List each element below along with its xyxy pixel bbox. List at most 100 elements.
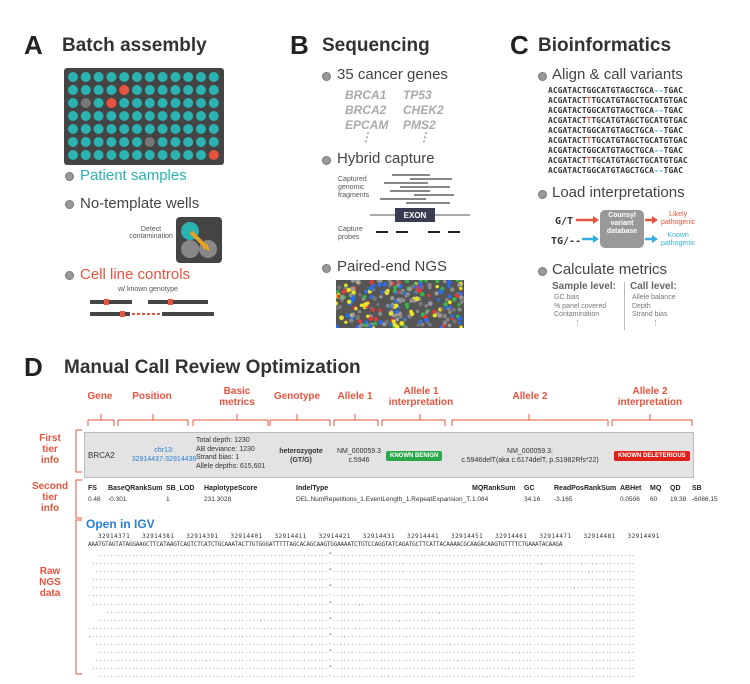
cluster — [358, 292, 362, 297]
well — [106, 85, 117, 95]
well — [170, 150, 181, 160]
allele2-change: c.5946delT(aka c.6174delT, p.S1982Rfs*22… — [461, 457, 599, 464]
panel-d-title: Manual Call Review Optimization — [64, 357, 361, 378]
cluster — [442, 320, 448, 325]
known-benign-badge: KNOWN BENIGN — [386, 451, 443, 461]
variant-gt-text: G/T — [555, 216, 574, 227]
cluster — [424, 280, 428, 283]
call-item: ⋮ — [652, 319, 659, 327]
cluster — [447, 280, 452, 285]
well — [80, 85, 91, 95]
cluster — [418, 320, 422, 324]
known-deleterious-badge: KNOWN DELETERIOUS — [614, 451, 690, 461]
cluster — [346, 299, 352, 305]
cluster — [432, 313, 437, 318]
well — [157, 98, 168, 108]
igv-link[interactable]: Open in IGV — [86, 517, 155, 531]
genes-ellipsis-2: ⋮ — [418, 130, 430, 144]
cluster — [427, 301, 433, 306]
well — [68, 124, 78, 134]
cluster — [455, 293, 460, 298]
cluster — [391, 304, 395, 309]
cluster — [414, 296, 420, 302]
cluster — [455, 314, 460, 318]
cluster — [418, 281, 423, 286]
cluster — [452, 319, 457, 324]
tier2-value: -3.165 — [554, 496, 573, 503]
panel-b-letter: B — [290, 30, 309, 60]
cluster — [393, 289, 397, 293]
header-allele1: Allele 1 — [337, 391, 373, 402]
well — [132, 124, 142, 134]
known-genotype-label: w/ known genotype — [118, 286, 178, 293]
read-row: ..........,...........,.........,.......… — [88, 568, 635, 575]
contamination-icon — [176, 217, 222, 263]
bullet-no-template — [65, 200, 74, 209]
well — [170, 124, 181, 134]
tier2-value: 1 — [166, 496, 170, 503]
cluster — [359, 322, 364, 328]
well — [157, 150, 168, 160]
well — [208, 150, 219, 160]
tier2-header: ReadPosRankSum — [554, 485, 617, 492]
cluster — [340, 295, 345, 299]
tier2-value: -0.301 — [108, 496, 127, 503]
gene-brca2: BRCA2 — [345, 103, 387, 117]
capture-probes-label: Capture probes — [338, 226, 363, 241]
cluster — [378, 308, 382, 312]
alignment-line: ACGATACTTTGCATGTAGCTGCATGTGAC — [548, 156, 688, 165]
bullet-align — [538, 72, 547, 81]
cluster — [357, 309, 362, 314]
cluster — [445, 297, 449, 302]
position-range[interactable]: 32914437-32914438 — [131, 456, 197, 463]
gene-tp53: TP53 — [403, 88, 432, 102]
well — [132, 85, 142, 95]
read-row: ...........................,..,.........… — [88, 657, 635, 664]
cluster — [425, 310, 429, 314]
well — [93, 137, 104, 147]
call-level-items: Allele balance Depth Strand bias ⋮ — [632, 294, 676, 328]
well — [170, 111, 181, 121]
position-link[interactable]: chr13: 32914437-32914438 — [126, 446, 202, 464]
cluster — [350, 280, 356, 283]
well — [157, 124, 168, 134]
well — [119, 124, 130, 134]
align-label: Align & call variants — [552, 66, 683, 83]
load-label: Load interpretations — [552, 184, 685, 201]
cluster — [395, 280, 400, 283]
position-chr[interactable]: chr13: — [154, 447, 174, 454]
tier2-value: -6086.15 — [692, 496, 718, 503]
tier2-header: QD — [670, 485, 681, 492]
allele2-transcript: NM_000059.3: — [507, 448, 553, 455]
tier2-value: 0.48 — [88, 496, 101, 503]
sample-item: ⋮ — [574, 319, 581, 327]
alignment-block: ACGATACTGGCATGTAGCTGCA--TGAC ACGATACTTTGC… — [548, 86, 688, 176]
tier2-header: SB — [692, 485, 702, 492]
well — [196, 137, 206, 147]
alignment-line: ACGATACTGGCATGTAGCTGCA--TGAC — [548, 86, 683, 95]
well — [183, 137, 194, 147]
alignment-line: ACGATACTGGCATGTAGCTGCA--TGAC — [548, 106, 683, 115]
cluster — [344, 320, 348, 324]
well — [196, 111, 206, 121]
header-allele1-interp: Allele 1 interpretation — [388, 386, 454, 408]
read-row: ..........,.............................… — [88, 608, 635, 615]
cluster — [391, 319, 396, 324]
cluster — [413, 285, 417, 289]
well — [80, 98, 91, 108]
cluster — [395, 317, 400, 322]
header-genotype: Genotype — [273, 391, 321, 402]
cluster — [399, 290, 404, 295]
read-row: .....................................,..… — [88, 624, 635, 631]
cluster — [459, 325, 463, 328]
cluster — [399, 321, 405, 326]
well — [68, 111, 78, 121]
well — [68, 150, 78, 160]
well-plate — [64, 68, 224, 165]
cluster — [379, 295, 383, 299]
well — [106, 111, 117, 121]
genotype-cell: heterozygote (GT/G) — [270, 447, 332, 465]
well — [157, 137, 168, 147]
reference-sequence: AAATGTAGTATAGGAAGCTTCATAAGTCAGTCTCATCTGC… — [88, 541, 563, 548]
well — [144, 98, 155, 108]
